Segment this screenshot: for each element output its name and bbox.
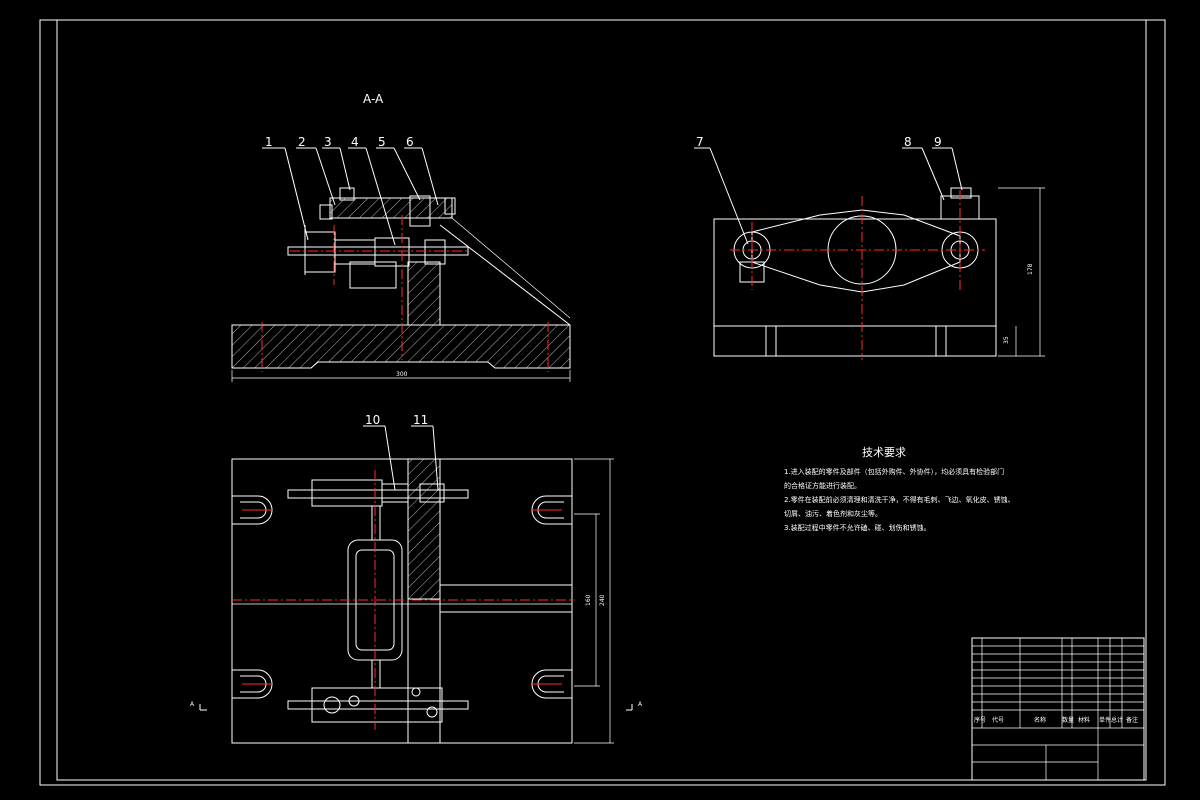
tech-title: 技术要求 bbox=[862, 446, 906, 459]
tb-header-seq: 序号 bbox=[974, 716, 986, 724]
dim-plan-outer: 240 bbox=[599, 594, 606, 606]
tb-header-code: 代号 bbox=[992, 716, 1004, 724]
inner-frame bbox=[56, 19, 1147, 781]
base-plate bbox=[231, 324, 571, 369]
plan-body bbox=[231, 458, 573, 744]
title-block: 序号 代号 名称 数量 材料 单件 总计 备注 bbox=[971, 637, 1145, 781]
plan-upright bbox=[407, 458, 441, 600]
tech-item-4: 切屑、油污、着色剂和灰尘等。 bbox=[784, 509, 882, 518]
side-body bbox=[713, 218, 997, 357]
part-number-7: 7 bbox=[696, 135, 704, 149]
vertical-web bbox=[407, 261, 441, 326]
tb-header-name: 名称 bbox=[1034, 716, 1046, 724]
tb-header-material: 材料 bbox=[1078, 716, 1090, 724]
tech-item-3: 2.零件在装配前必须清理和清洗干净，不得有毛刺、飞边、氧化皮、锈蚀、 bbox=[784, 495, 1015, 504]
tech-item-5: 3.装配过程中零件不允许磕、碰、划伤和锈蚀。 bbox=[784, 523, 931, 532]
tb-header-unit: 单件 bbox=[1099, 716, 1111, 724]
front-section-view: A-A bbox=[231, 92, 571, 382]
dim-base-width: 300 bbox=[396, 371, 408, 378]
part-leaders-front bbox=[262, 147, 439, 246]
dim-plan-inner: 160 bbox=[585, 594, 592, 606]
part-number-3: 3 bbox=[324, 135, 332, 149]
section-marker-left: A bbox=[190, 701, 195, 708]
part-number-10: 10 bbox=[365, 413, 380, 427]
part-number-2: 2 bbox=[298, 135, 306, 149]
part-number-1: 1 bbox=[265, 135, 273, 149]
screw-rod bbox=[287, 246, 469, 256]
part-number-4: 4 bbox=[351, 135, 359, 149]
dim-side-height: 178 bbox=[1027, 263, 1034, 275]
part-number-11: 11 bbox=[413, 413, 428, 427]
clamp-top bbox=[329, 197, 453, 219]
tb-header-qty: 数量 bbox=[1062, 716, 1074, 724]
part-number-9: 9 bbox=[934, 135, 942, 149]
part-number-8: 8 bbox=[904, 135, 912, 149]
tb-header-remark: 备注 bbox=[1126, 716, 1138, 724]
section-label: A-A bbox=[363, 92, 384, 106]
plan-view: 10 11 A A 160 240 bbox=[190, 413, 643, 744]
part-number-6: 6 bbox=[406, 135, 414, 149]
part-number-5: 5 bbox=[378, 135, 386, 149]
side-view: 7 8 9 178 35 bbox=[694, 135, 1045, 360]
section-marker-right: A bbox=[638, 701, 643, 708]
link-arm bbox=[751, 209, 961, 293]
tech-item-1: 1.进入装配的零件及部件（包括外购件、外协件），均必须具有检验部门 bbox=[784, 467, 1004, 476]
tech-requirements: 技术要求 1.进入装配的零件及部件（包括外购件、外协件），均必须具有检验部门 的… bbox=[784, 446, 1015, 532]
tech-item-2: 的合格证方能进行装配。 bbox=[784, 481, 861, 490]
tb-header-total: 总计 bbox=[1111, 716, 1123, 724]
dim-side-small: 35 bbox=[1003, 336, 1010, 344]
